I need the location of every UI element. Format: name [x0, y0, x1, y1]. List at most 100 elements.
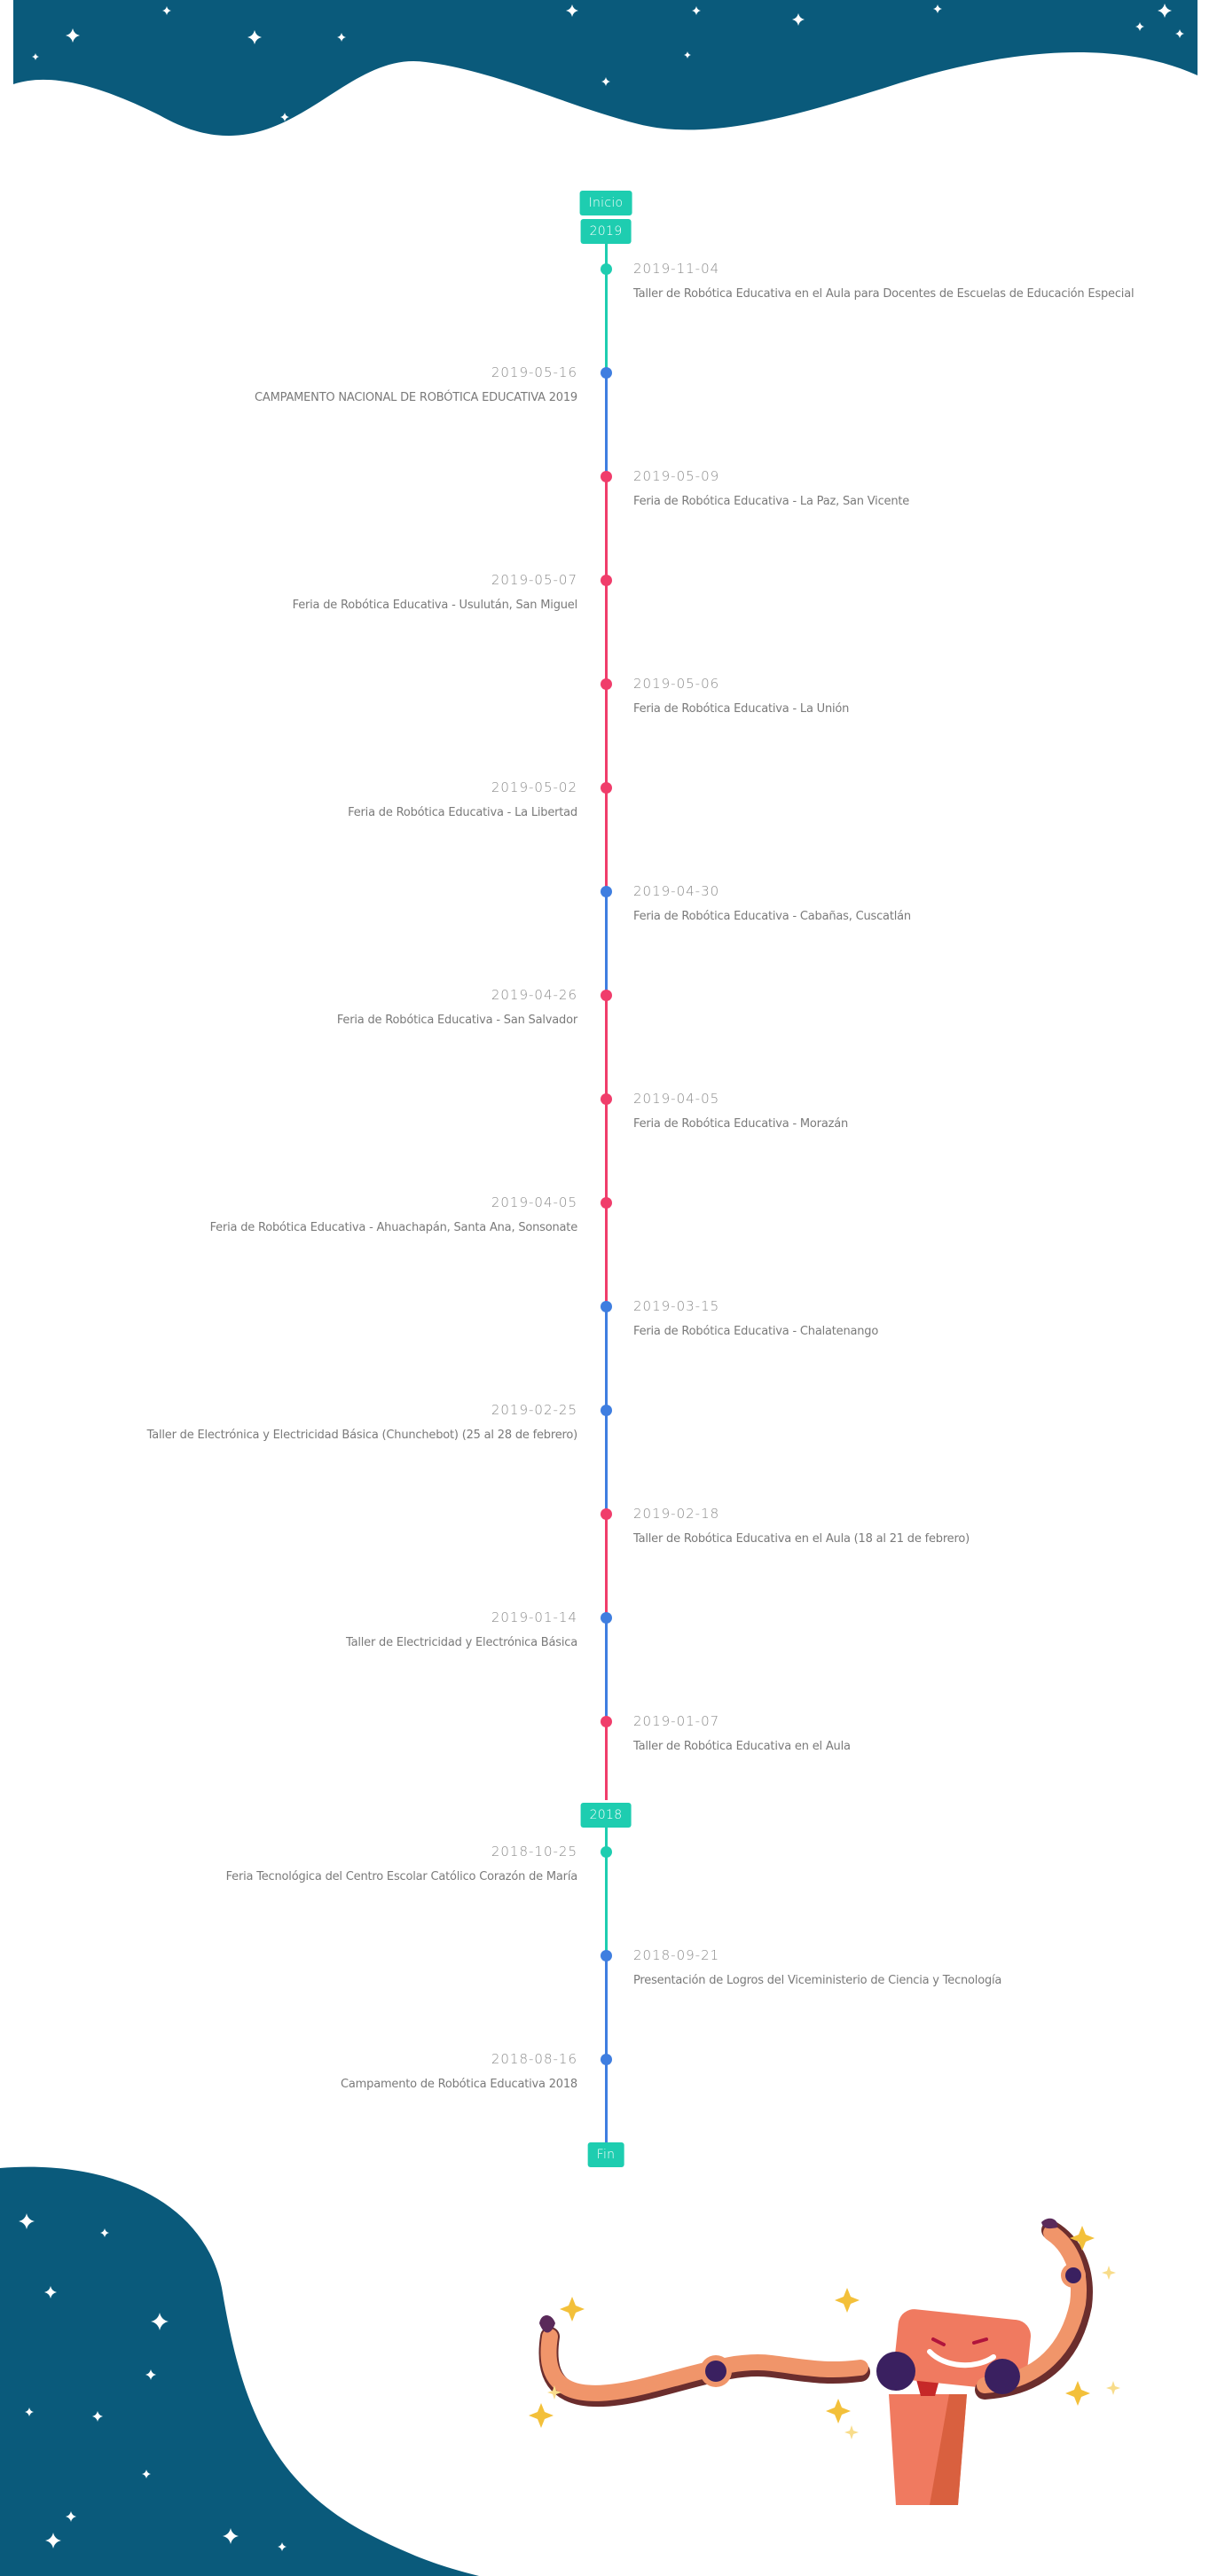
- event-title[interactable]: Feria de Robótica Educativa - La Unión: [633, 702, 850, 716]
- star-icon: [100, 2228, 109, 2237]
- event-date: 2018-08-16: [491, 2051, 577, 2067]
- top-wave-decoration: [13, 0, 1198, 159]
- event-date: 2019-02-25: [491, 1402, 577, 1418]
- timeline-dot: [601, 678, 612, 690]
- event-date: 2019-01-14: [491, 1609, 577, 1625]
- timeline-line: [605, 684, 608, 787]
- event-title[interactable]: Taller de Robótica Educativa en el Aula …: [633, 287, 1135, 301]
- star-icon: [92, 2411, 103, 2422]
- star-icon: [66, 28, 80, 43]
- timeline-dot: [601, 263, 612, 275]
- star-icon: [280, 113, 289, 121]
- timeline-line: [605, 580, 608, 684]
- event-date: 2019-05-07: [491, 572, 577, 588]
- timeline-dot: [601, 2054, 612, 2065]
- timeline-dot: [601, 1093, 612, 1105]
- event-title[interactable]: Feria de Robótica Educativa - La Paz, Sa…: [633, 495, 910, 508]
- event-date: 2019-04-05: [491, 1194, 577, 1210]
- event-date: 2019-04-30: [633, 883, 720, 899]
- timeline-dot: [601, 471, 612, 482]
- event-title[interactable]: Taller de Electricidad y Electrónica Bás…: [345, 1636, 577, 1649]
- star-icon: [19, 2213, 35, 2229]
- timeline-dot: [601, 1301, 612, 1312]
- event-date: 2019-11-04: [633, 261, 720, 277]
- timeline-dot: [601, 1612, 612, 1624]
- event-title[interactable]: Taller de Electrónica y Electricidad Bás…: [146, 1429, 578, 1442]
- timeline-dot: [601, 886, 612, 897]
- event-title[interactable]: CAMPAMENTO NACIONAL DE ROBÓTICA EDUCATIV…: [255, 391, 577, 404]
- timeline-line: [605, 1514, 608, 1617]
- event-title[interactable]: Taller de Robótica Educativa en el Aula …: [633, 1532, 970, 1546]
- event-title[interactable]: Feria de Robótica Educativa - Chalatenan…: [633, 1325, 879, 1338]
- star-icon: [278, 2542, 287, 2551]
- event-title[interactable]: Feria de Robótica Educativa - La Liberta…: [348, 806, 577, 819]
- timeline-dot: [601, 1405, 612, 1416]
- star-icon: [684, 51, 691, 59]
- timeline-line: [605, 1617, 608, 1721]
- star-icon: [162, 6, 171, 15]
- timeline-line: [605, 891, 608, 995]
- event-title[interactable]: Presentación de Logros del Viceministeri…: [633, 1974, 1002, 1987]
- timeline-start-tag: Inicio: [579, 191, 632, 215]
- event-date: 2019-05-09: [633, 468, 720, 484]
- bottom-wave-shape: [0, 2166, 479, 2576]
- event-title[interactable]: Feria de Robótica Educativa - Ahuachapán…: [209, 1221, 578, 1234]
- timeline-line: [605, 1099, 608, 1202]
- star-icon: [337, 33, 346, 42]
- star-icon: [151, 2313, 169, 2330]
- timeline-end-tag: Fin: [587, 2142, 624, 2167]
- timeline-line: [605, 787, 608, 891]
- timeline-dot: [601, 1846, 612, 1858]
- star-icon: [792, 13, 805, 26]
- event-title[interactable]: Feria de Robótica Educativa - Morazán: [633, 1117, 849, 1131]
- event-date: 2018-10-25: [491, 1844, 577, 1860]
- event-title[interactable]: Campamento de Robótica Educativa 2018: [341, 2078, 577, 2091]
- event-title[interactable]: Feria de Robótica Educativa - Cabañas, C…: [633, 910, 911, 923]
- event-date: 2018-09-21: [633, 1947, 720, 1963]
- star-icon: [1135, 22, 1144, 31]
- event-date: 2019-05-02: [491, 779, 577, 795]
- event-title[interactable]: Feria Tecnológica del Centro Escolar Cat…: [225, 1870, 578, 1883]
- star-icon: [306, 111, 315, 120]
- star-icon: [142, 2470, 151, 2478]
- star-icon: [1175, 29, 1184, 38]
- star-icon: [933, 4, 942, 13]
- bottom-stars: [19, 2213, 287, 2551]
- star-icon: [563, 120, 572, 129]
- timeline-line: [605, 476, 608, 580]
- timeline-dot: [601, 1197, 612, 1209]
- timeline-dot: [601, 575, 612, 586]
- star-icon: [446, 146, 459, 159]
- event-title[interactable]: Feria de Robótica Educativa - San Salvad…: [336, 1014, 577, 1027]
- event-title[interactable]: Taller de Robótica Educativa en el Aula: [633, 1740, 851, 1753]
- timeline-line: [605, 1721, 608, 1800]
- star-icon: [66, 2511, 76, 2522]
- timeline-dot: [601, 1950, 612, 1961]
- event-title[interactable]: Feria de Robótica Educativa - Usulután, …: [292, 599, 578, 612]
- event-date: 2019-04-05: [633, 1091, 720, 1107]
- timeline-line: [605, 1955, 608, 2059]
- timeline-dot: [601, 990, 612, 1001]
- wave-shape: [13, 0, 1198, 137]
- timeline-line: [605, 1852, 608, 1955]
- timeline-line: [605, 2059, 608, 2146]
